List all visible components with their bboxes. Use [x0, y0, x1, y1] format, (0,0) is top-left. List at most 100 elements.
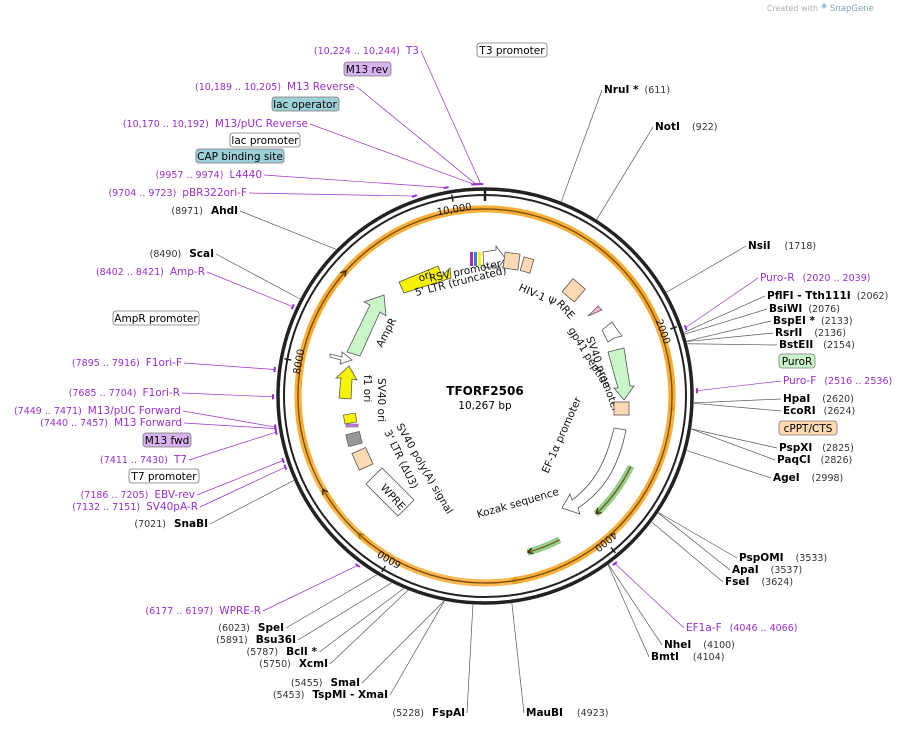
primer-mark: [274, 429, 278, 435]
feature-box-puror[interactable]: PuroR: [778, 353, 816, 369]
feature-box-m13-rev[interactable]: M13 rev: [343, 61, 392, 77]
primer-label[interactable]: (10,224 .. 10,244)T3: [314, 45, 419, 57]
primer-label[interactable]: (7895 .. 7916)F1ori-F: [72, 357, 182, 369]
primer-mark: [273, 366, 276, 373]
primer-label[interactable]: (7440 .. 7457)M13 Forward: [40, 417, 182, 429]
hiv-psi-label: HIV-1 Ψ: [517, 282, 558, 309]
feature-box-lac-operator[interactable]: lac operator: [271, 96, 340, 112]
primer-label[interactable]: Puro-R(2020 .. 2039): [760, 272, 870, 284]
green-arc-1-arrowhead: [595, 508, 602, 515]
site-leader-line: [596, 126, 654, 220]
site-label[interactable]: BspEI *(2133): [773, 315, 853, 327]
site-leader-line: [691, 428, 776, 461]
primer-leader-line: [196, 460, 284, 496]
site-leader-line: [608, 564, 663, 646]
rre-feature: [561, 278, 586, 303]
site-label[interactable]: (7021)SnaBI: [134, 518, 208, 530]
primer-mark: [683, 324, 688, 331]
site-label[interactable]: ApaI(3537): [732, 564, 802, 576]
site-label[interactable]: (5891)Bsu36I: [216, 634, 296, 646]
primer-label[interactable]: (6177 .. 6197)WPRE-R: [145, 605, 261, 617]
site-label[interactable]: FseI(3624): [725, 576, 793, 588]
site-label[interactable]: (6023)SpeI: [218, 622, 284, 634]
site-leader-line: [684, 308, 768, 335]
feature-box-t3-promoter[interactable]: T3 promoter: [476, 42, 548, 58]
site-label[interactable]: (5453)TspMI - XmaI: [273, 689, 388, 701]
site-leader-line: [215, 253, 301, 300]
primer-label[interactable]: Puro-F(2516 .. 2536): [783, 375, 892, 387]
site-label[interactable]: (5787)BclI *: [247, 646, 318, 658]
sv40-ori-label: SV40 ori: [375, 378, 387, 422]
site-leader-line: [683, 295, 766, 333]
primer-label[interactable]: (7449 .. 7471)M13/pUC Forward: [14, 405, 181, 417]
primer-label[interactable]: (7186 .. 7205)EBV-rev: [81, 489, 196, 501]
primer-mark: [290, 303, 295, 310]
site-label[interactable]: BstEII(2154): [779, 339, 855, 351]
ltr5-feature: [470, 252, 481, 266]
site-label[interactable]: NruI *(611): [604, 84, 670, 96]
feature-box-cppt-cts[interactable]: cPPT/CTS: [778, 420, 838, 436]
tick-label: 10,000: [436, 202, 472, 219]
feature-box-m13-fwd[interactable]: M13 fwd: [142, 432, 192, 448]
site-label[interactable]: BsiWI(2076): [769, 303, 840, 315]
primer-leader-line: [206, 271, 293, 307]
hiv-psi-feature: [502, 251, 521, 271]
plasmid-length: 10,267 bp: [458, 400, 512, 412]
site-label[interactable]: PspXI(2825): [779, 442, 854, 454]
site-label[interactable]: (8971)AhdI: [171, 205, 238, 217]
site-labels: NruI *(611) NotI(922) NsiI(1718) PflFI -…: [134, 84, 888, 719]
site-label[interactable]: (5455)SmaI: [291, 677, 360, 689]
tick-mark: [381, 565, 387, 573]
primer-leader-line: [262, 565, 358, 612]
snapgene-logo-icon: [821, 3, 827, 9]
tick-mark: [451, 194, 454, 202]
primer-label[interactable]: (7685 .. 7704)F1ori-R: [69, 387, 180, 399]
site-label[interactable]: (8490)ScaI: [150, 248, 214, 260]
site-label[interactable]: HpaI(2620): [783, 393, 854, 405]
boxed-feature-labels: T3 promoter M13 rev lac operator lac pro…: [112, 42, 838, 484]
site-leader-line: [389, 600, 445, 696]
site-leader-line: [686, 450, 772, 479]
site-label[interactable]: PspOMI(3533): [739, 552, 827, 564]
gp41-feature: [587, 305, 603, 317]
site-label[interactable]: (5750)XcmI: [259, 658, 328, 670]
svg-text:lac operator: lac operator: [273, 99, 337, 111]
site-label[interactable]: NsiI(1718): [748, 240, 816, 252]
site-leader-line: [693, 398, 782, 404]
feature-box-lac-promoter[interactable]: lac promoter: [229, 132, 301, 148]
site-label[interactable]: NheI(4100): [664, 639, 735, 651]
primer-labels: (10,224 .. 10,244)T3 (10,189 .. 10,205)M…: [14, 45, 892, 634]
site-label[interactable]: PaqCI(2826): [777, 454, 852, 466]
primer-leader-line: [696, 380, 782, 392]
ampr-promoter-feature: [329, 351, 353, 365]
site-leader-line: [297, 582, 392, 641]
feature-box-ampr-promoter[interactable]: AmpR promoter: [112, 310, 200, 326]
primer-label[interactable]: (10,189 .. 10,205)M13 Reverse: [195, 81, 355, 93]
feature-box-t7-promoter[interactable]: T7 promoter: [128, 468, 200, 484]
feature-box-cap-binding-site[interactable]: CAP binding site: [195, 148, 285, 164]
feature-arcs: [294, 205, 676, 587]
site-label[interactable]: RsrII(2136): [775, 327, 846, 339]
primer-label[interactable]: (7132 .. 7151)SV40pA-R: [72, 501, 198, 513]
site-label[interactable]: BmtI(4104): [651, 651, 724, 663]
primer-label[interactable]: (10,170 .. 10,192)M13/pUC Reverse: [123, 118, 308, 130]
primer-label[interactable]: (8402 .. 8421)Amp-R: [96, 266, 205, 278]
site-label[interactable]: PflFI - Tth111I(2062): [767, 290, 888, 302]
rsv-promoter-feature: [482, 244, 506, 272]
primer-label[interactable]: EF1a-F(4046 .. 4066): [686, 622, 797, 634]
tick-mark: [610, 546, 617, 554]
site-label[interactable]: (5228)FspAI: [392, 707, 465, 719]
site-leader-line: [658, 512, 731, 571]
site-label[interactable]: EcoRI(2624): [783, 405, 855, 417]
site-label[interactable]: NotI(922): [655, 121, 717, 133]
site-leader-line: [607, 564, 650, 658]
primer-label[interactable]: (9957 .. 9974)L4440: [156, 169, 262, 181]
site-label[interactable]: AgeI(2998): [773, 472, 843, 484]
site-leader-line: [666, 245, 747, 293]
primer-label[interactable]: (9704 .. 9723)pBR322ori-F: [108, 187, 247, 199]
primer-mark: [283, 464, 288, 470]
site-label[interactable]: MauBI(4923): [526, 707, 609, 719]
primer-label[interactable]: (7411 .. 7430)T7: [100, 454, 187, 466]
primer-leader-line: [248, 192, 415, 197]
